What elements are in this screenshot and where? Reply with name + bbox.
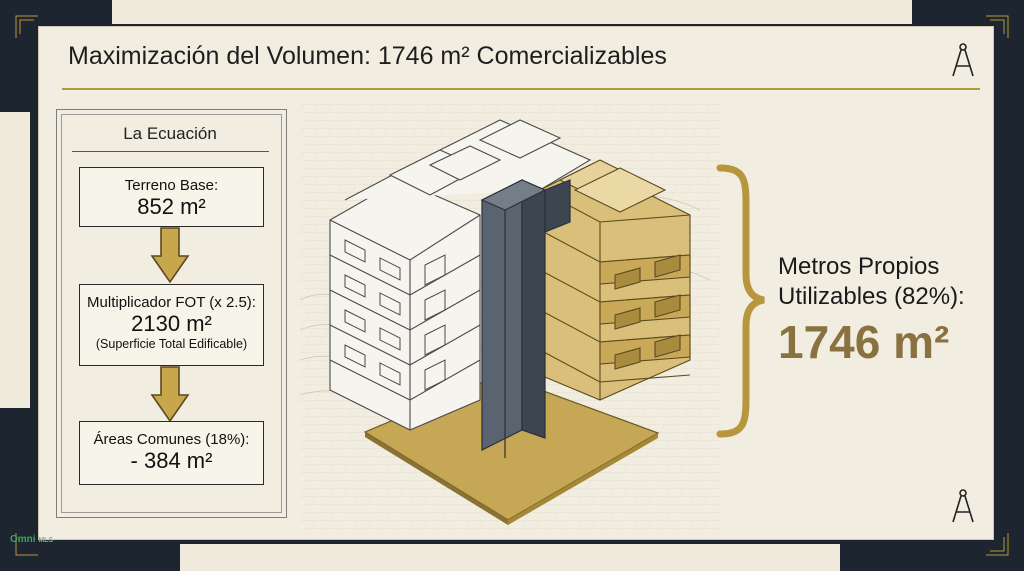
- equation-heading: La Ecuación: [123, 124, 217, 143]
- step-areas-comunes: Áreas Comunes (18%): - 384 m²: [79, 421, 264, 485]
- step-label: Multiplicador FOT (x 2.5):: [87, 294, 256, 311]
- gold-wing: [539, 159, 691, 401]
- step-value: - 384 m²: [130, 448, 213, 473]
- equation-divider: [72, 151, 269, 152]
- page-title: Maximización del Volumen: 1746 m² Comerc…: [68, 42, 667, 70]
- equation-box: [56, 109, 287, 518]
- step-value: 852 m²: [137, 194, 206, 219]
- compass-icon: [952, 43, 974, 77]
- white-windows: [344, 239, 446, 391]
- frame-strip-bottom: [180, 544, 840, 571]
- brand-name: Omni: [10, 534, 36, 545]
- result-label-line1: Metros Propios: [778, 253, 940, 280]
- step-value: 2130 m²: [131, 311, 212, 336]
- down-arrow-icon: [150, 366, 190, 423]
- frame-strip-top: [112, 0, 912, 24]
- brand-logo: Omni MLS: [10, 534, 53, 545]
- brand-sub: MLS: [38, 537, 54, 544]
- white-wing: [329, 119, 592, 431]
- result-label-line2: Utilizables (82%):: [778, 283, 965, 310]
- central-core: [480, 179, 571, 458]
- compass-icon: [952, 489, 974, 523]
- title-underline: [62, 88, 980, 90]
- building-illustration: [300, 100, 720, 530]
- step-label: Terreno Base:: [124, 177, 219, 194]
- equation-box-inner: [61, 114, 282, 513]
- down-arrow-icon: [150, 227, 190, 284]
- step-terreno-base: Terreno Base: 852 m²: [79, 167, 264, 227]
- curly-brace-icon: [716, 164, 765, 438]
- step-label: Áreas Comunes (18%):: [93, 431, 250, 448]
- step-note: (Superficie Total Edificable): [95, 337, 248, 351]
- step-multiplicador-fot: Multiplicador FOT (x 2.5): 2130 m² (Supe…: [79, 284, 264, 366]
- result-label: Metros Propios Utilizables (82%):: [778, 252, 965, 312]
- result-value: 1746 m²: [778, 316, 950, 368]
- frame-strip-left: [0, 112, 30, 408]
